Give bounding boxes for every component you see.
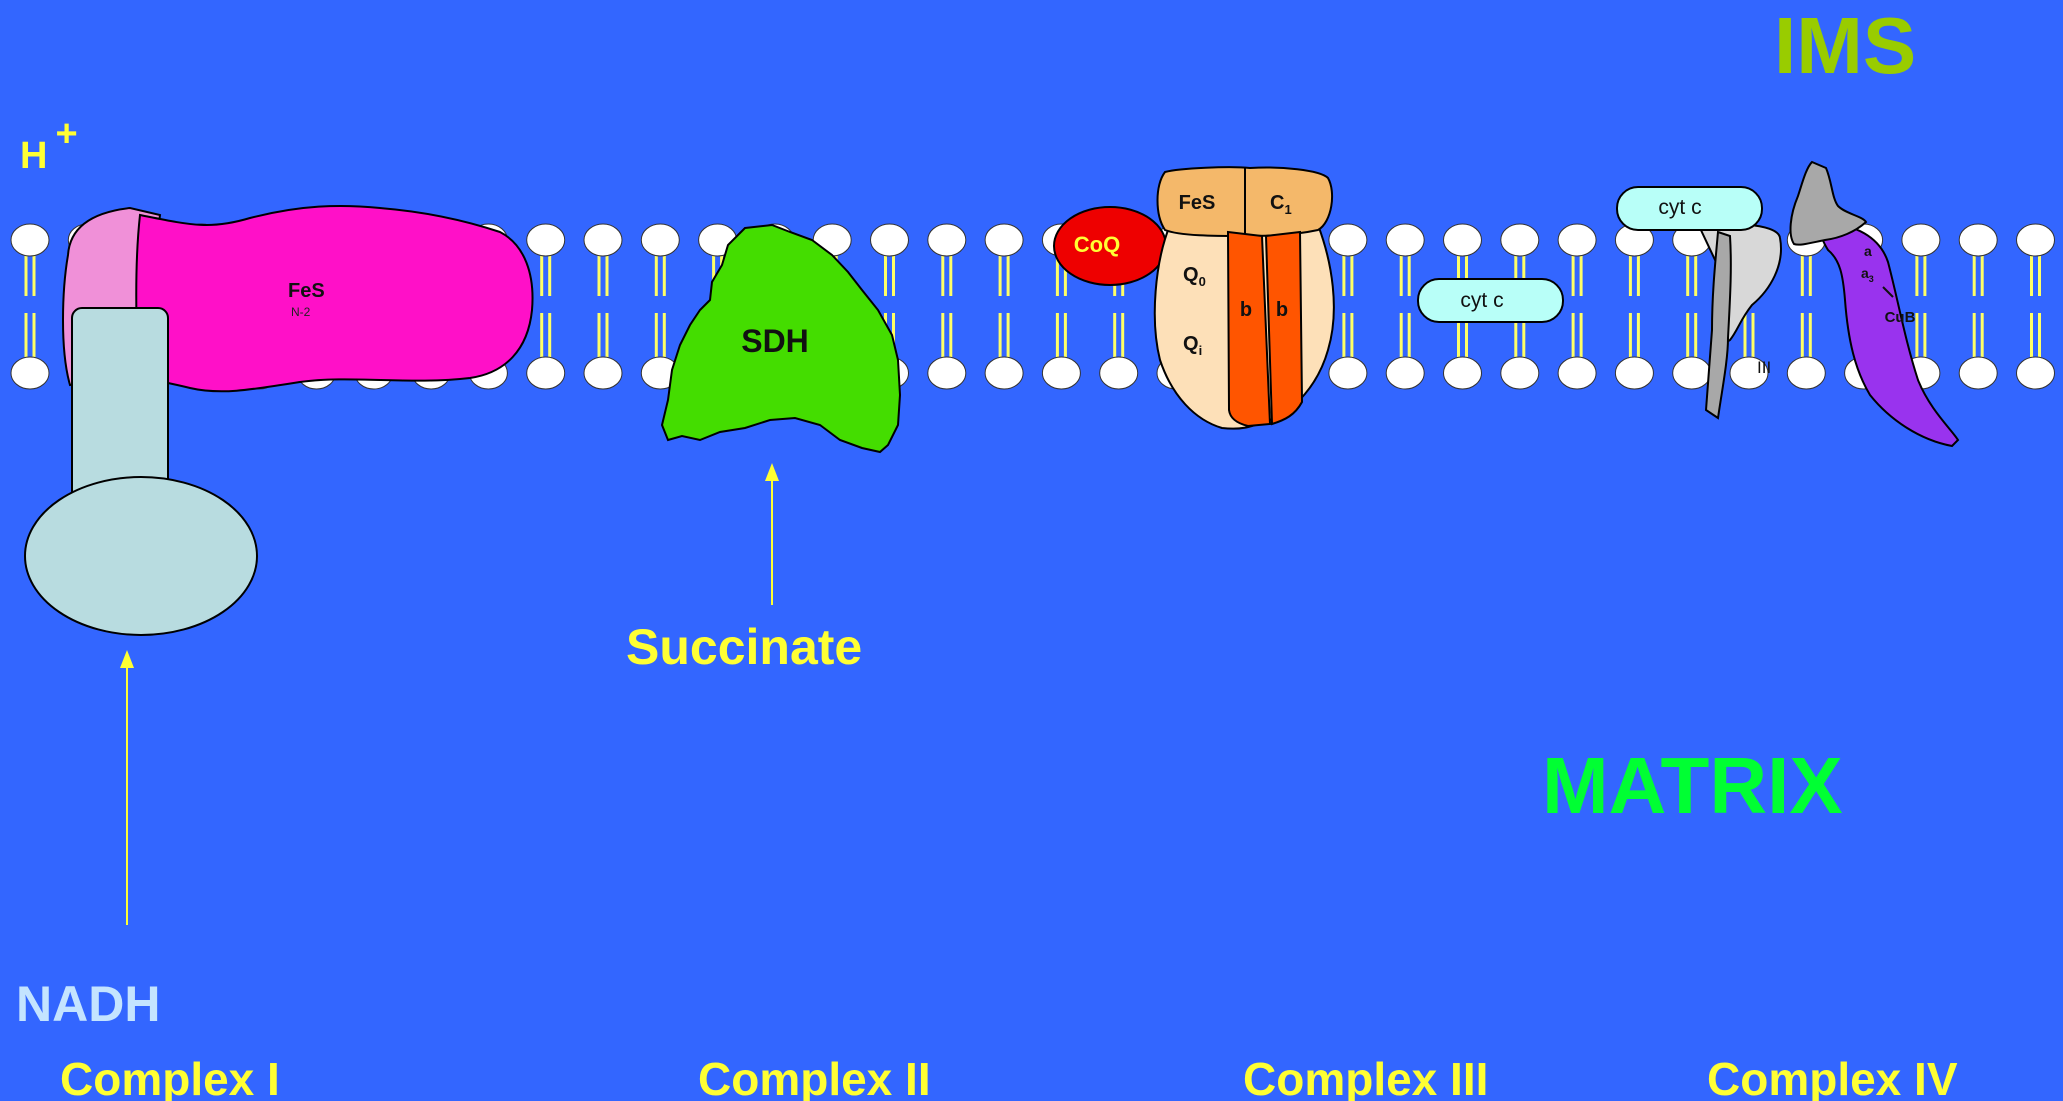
lipid-head <box>1901 223 1941 257</box>
cytc-free-shape <box>1417 278 1564 323</box>
lipid-head <box>526 223 566 257</box>
cytc-bound-label: cyt c <box>1658 196 1701 219</box>
complex4-a-label: a <box>1864 243 1872 259</box>
lipid-head <box>1729 356 1769 390</box>
complex-2: SDH <box>660 223 902 454</box>
lipid-head <box>870 223 909 257</box>
lipid-head <box>1385 356 1425 390</box>
sdh-label: SDH <box>741 323 809 359</box>
cytochrome-c-free: cyt c <box>1417 278 1564 323</box>
nadh-arrow-head <box>120 650 134 668</box>
cyt-b-left <box>1226 230 1272 428</box>
h-plus-label: H+ <box>20 113 78 177</box>
cytc-free-label: cyt c <box>1460 289 1503 312</box>
lipid-head <box>1557 356 1597 390</box>
complex4-gray-head <box>1789 160 1868 246</box>
complex4-iii-label: III <box>1757 358 1771 377</box>
lipid-head <box>1786 356 1826 390</box>
lipid-head <box>1500 223 1540 257</box>
complex-3: FeS C1 Q0 Qi b b <box>1153 166 1335 430</box>
lipid-head <box>1614 356 1654 390</box>
lipid-head <box>583 223 623 257</box>
lipid-head <box>984 223 1024 257</box>
sdh-protein <box>660 223 902 454</box>
lipid-head <box>927 356 967 390</box>
matrix-label: MATRIX <box>1542 741 1843 830</box>
succinate-label: Succinate <box>626 619 862 675</box>
cyt-b-left-label: b <box>1240 299 1252 321</box>
lipid-head <box>1385 223 1425 257</box>
cyt-b-right <box>1264 230 1304 426</box>
complex1-membrane-arm <box>135 204 534 393</box>
complex1-fes-label: FeS <box>288 280 325 302</box>
complex1-label: Complex I <box>60 1053 280 1101</box>
lipid-head <box>927 223 967 257</box>
lipid-head <box>1099 356 1139 390</box>
lipid-head <box>1958 356 1998 390</box>
complex4-link-line <box>1882 286 1894 298</box>
complex-4: III a a3 CuB cyt c <box>1616 160 1960 448</box>
coenzyme-q: CoQ <box>1053 206 1167 286</box>
complex3-label: Complex III <box>1243 1053 1488 1101</box>
lipid-head <box>1041 356 1081 390</box>
succinate-arrow-head <box>765 463 779 481</box>
complex4-purple-subunit <box>1819 223 1960 448</box>
lipid-head <box>1557 223 1597 257</box>
complex4-a3-label: a3 <box>1861 265 1874 284</box>
lipid-head <box>1328 223 1368 257</box>
lipid-head <box>1443 356 1482 390</box>
complex-1: FeS N-2 <box>24 204 534 636</box>
lipid-head <box>526 356 566 390</box>
lipid-head <box>1672 356 1712 390</box>
ims-label: IMS <box>1774 1 1916 90</box>
complex1-matrix-arm <box>24 476 258 636</box>
lipid-head <box>583 356 623 390</box>
complex4-cub-label: CuB <box>1885 309 1916 326</box>
lipid-head <box>640 223 680 257</box>
lipid-head <box>1958 223 1998 257</box>
lipid-head <box>1328 356 1368 390</box>
arrows <box>120 463 779 925</box>
complex4-label: Complex IV <box>1707 1053 1958 1101</box>
lipid-head <box>2016 356 2055 390</box>
lipid-head <box>1500 356 1540 390</box>
lipid-head <box>10 356 50 390</box>
cyt-b-right-label: b <box>1276 299 1288 321</box>
cytc-bound-shape <box>1616 186 1763 231</box>
complex3-fes-label: FeS <box>1179 192 1216 214</box>
complex3-q0-label: Q0 <box>1183 264 1206 289</box>
complex4-gray-subunit <box>1704 230 1732 420</box>
nadh-label: NADH <box>16 976 160 1032</box>
coq-label: CoQ <box>1074 232 1120 257</box>
lipid-head <box>10 223 50 257</box>
complex3-c1-label: C1 <box>1270 192 1292 217</box>
lipid-head <box>984 356 1024 390</box>
lipid-head <box>2016 223 2055 257</box>
complex2-label: Complex II <box>698 1053 931 1101</box>
lipid-head <box>1443 223 1482 257</box>
complex1-n2-label: N-2 <box>291 305 311 319</box>
complex3-qi-label: Qi <box>1183 333 1202 358</box>
